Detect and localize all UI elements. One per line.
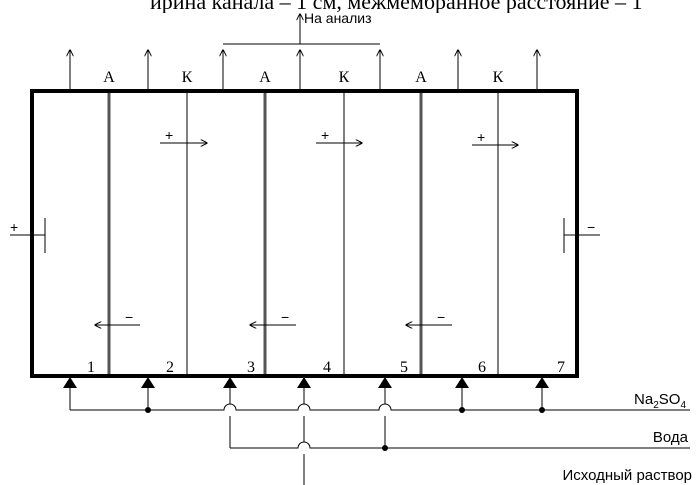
anode <box>10 218 46 253</box>
chamber-number: 7 <box>557 359 565 376</box>
inlet-arrow <box>455 377 469 388</box>
anode-sign: + <box>10 219 18 235</box>
salt-line <box>69 388 690 411</box>
cell-body <box>30 89 579 378</box>
cathode-sign: − <box>587 219 595 235</box>
inlet-arrow <box>223 377 237 388</box>
membrane-label: А <box>415 69 427 86</box>
membrane-label: А <box>103 69 115 86</box>
chamber-number: 6 <box>478 359 486 376</box>
chamber-number: 5 <box>400 359 408 376</box>
salt-label: Na2SO4 <box>634 391 686 411</box>
inlet-arrow <box>141 377 155 388</box>
minus-sign: − <box>437 309 445 325</box>
minus-sign: − <box>281 309 289 325</box>
chamber-number: 3 <box>247 359 255 376</box>
junction-dot <box>539 407 545 413</box>
inlet-arrow <box>535 377 549 388</box>
analysis-label: На анализ <box>304 10 372 26</box>
outlet-arrows <box>70 14 537 89</box>
inlet-arrow <box>378 377 392 388</box>
plus-sign: + <box>477 129 485 145</box>
junction-dot <box>459 407 465 413</box>
membrane-label: К <box>339 69 350 86</box>
feed-label: Исходный раствор <box>562 467 692 484</box>
top-caption: ирина канала – 1 см, межмембранное расст… <box>0 0 696 13</box>
junction-dot <box>145 407 151 413</box>
water-line <box>229 388 690 449</box>
chamber-number: 4 <box>323 359 331 376</box>
membranes <box>107 93 499 374</box>
membrane-label: К <box>493 69 504 86</box>
junction-dot <box>382 445 388 451</box>
minus-sign: − <box>125 309 133 325</box>
membrane-label: А <box>259 69 271 86</box>
inlet-arrows <box>63 377 549 388</box>
cathode <box>563 218 600 253</box>
caption-text: ирина канала – 1 см, межмембранное расст… <box>150 0 643 13</box>
inlet-arrow <box>297 377 311 388</box>
plus-sign: + <box>321 127 329 143</box>
water-label: Вода <box>653 429 689 446</box>
plus-sign: + <box>165 127 173 143</box>
cation-migration <box>160 143 518 145</box>
chamber-number: 1 <box>87 359 95 376</box>
membrane-label: К <box>182 69 193 86</box>
chamber-number: 2 <box>166 359 174 376</box>
inlet-arrow <box>63 377 77 388</box>
